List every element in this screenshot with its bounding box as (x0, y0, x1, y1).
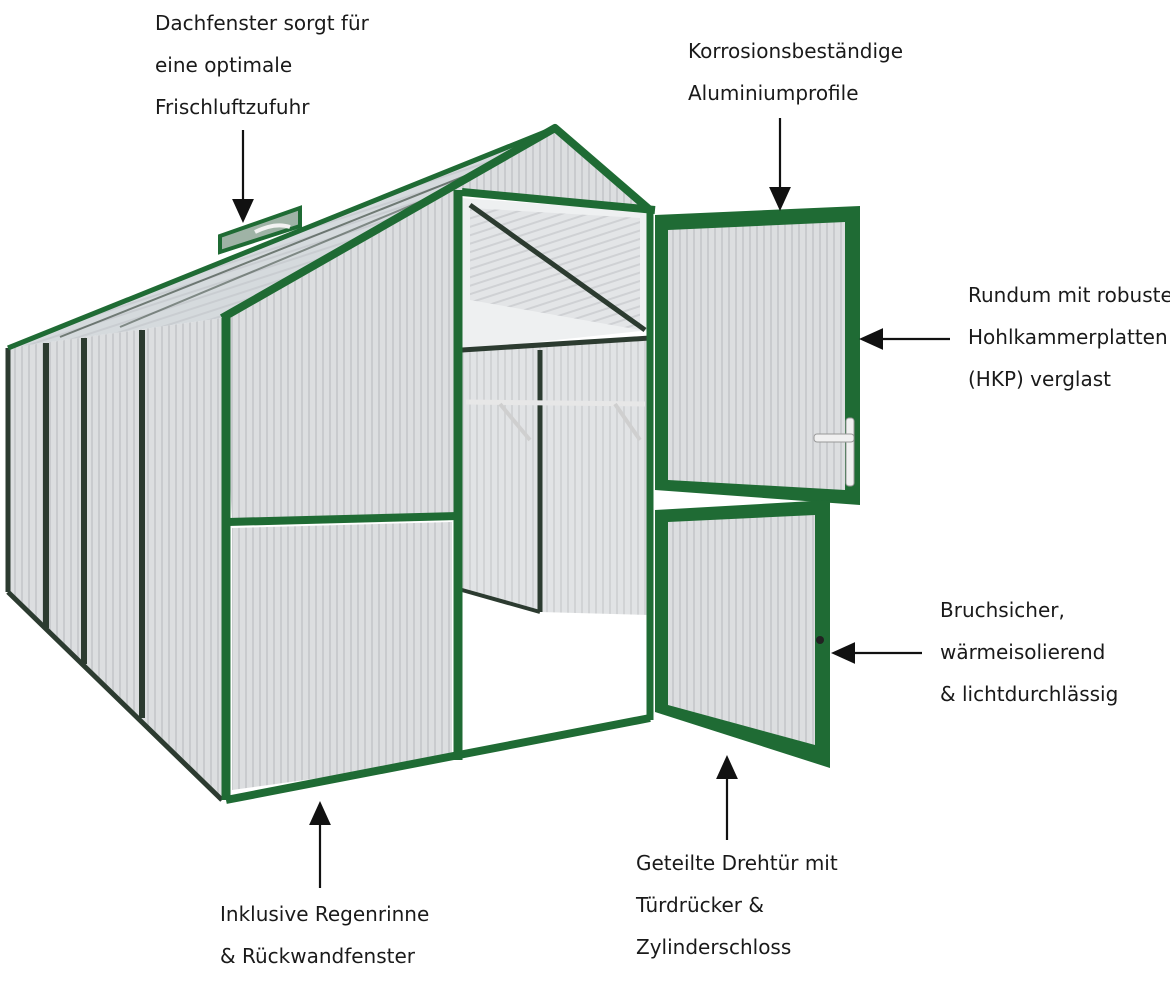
callout-aluminium: Korrosionsbeständige Aluminiumprofile (688, 30, 903, 114)
callout-line: Inklusive Regenrinne (220, 902, 430, 926)
callout-line: & Rückwandfenster (220, 944, 415, 968)
callout-properties: Bruchsicher, wärmeisolierend & lichtdurc… (940, 589, 1118, 715)
callout-arrows (232, 118, 950, 888)
callout-line: Bruchsicher, (940, 598, 1065, 622)
callout-door: Geteilte Drehtür mit Türdrücker & Zylind… (636, 842, 838, 968)
callout-gutter: Inklusive Regenrinne & Rückwandfenster (220, 893, 429, 977)
callout-roof-window: Dachfenster sorgt für eine optimale Fris… (155, 2, 369, 128)
front-gable (220, 124, 653, 804)
callout-line: Rundum mit robusten (968, 283, 1170, 307)
callout-line: eine optimale (155, 53, 293, 77)
callout-line: Zylinderschloss (636, 935, 792, 959)
door-lower-panel (655, 500, 830, 768)
callout-line: Frischluftzufuhr (155, 95, 310, 119)
callout-line: (HKP) verglast (968, 367, 1111, 391)
door-handle-icon (813, 417, 855, 487)
callout-line: Dachfenster sorgt für (155, 11, 369, 35)
side-wall (5, 318, 224, 802)
callout-panels: Rundum mit robusten Hohlkammerplatten (H… (968, 274, 1170, 400)
callout-line: Geteilte Drehtür mit (636, 851, 838, 875)
callout-line: Türdrücker & (636, 893, 764, 917)
callout-line: & lichtdurchlässig (940, 682, 1119, 706)
callout-line: Korrosionsbeständige (688, 39, 903, 63)
door-opening (453, 188, 656, 760)
callout-line: Hohlkammerplatten (968, 325, 1168, 349)
callout-line: Aluminiumprofile (688, 81, 859, 105)
door-upper-panel (655, 206, 860, 505)
roof-window (218, 205, 302, 255)
callout-line: wärmeisolierend (940, 640, 1106, 664)
